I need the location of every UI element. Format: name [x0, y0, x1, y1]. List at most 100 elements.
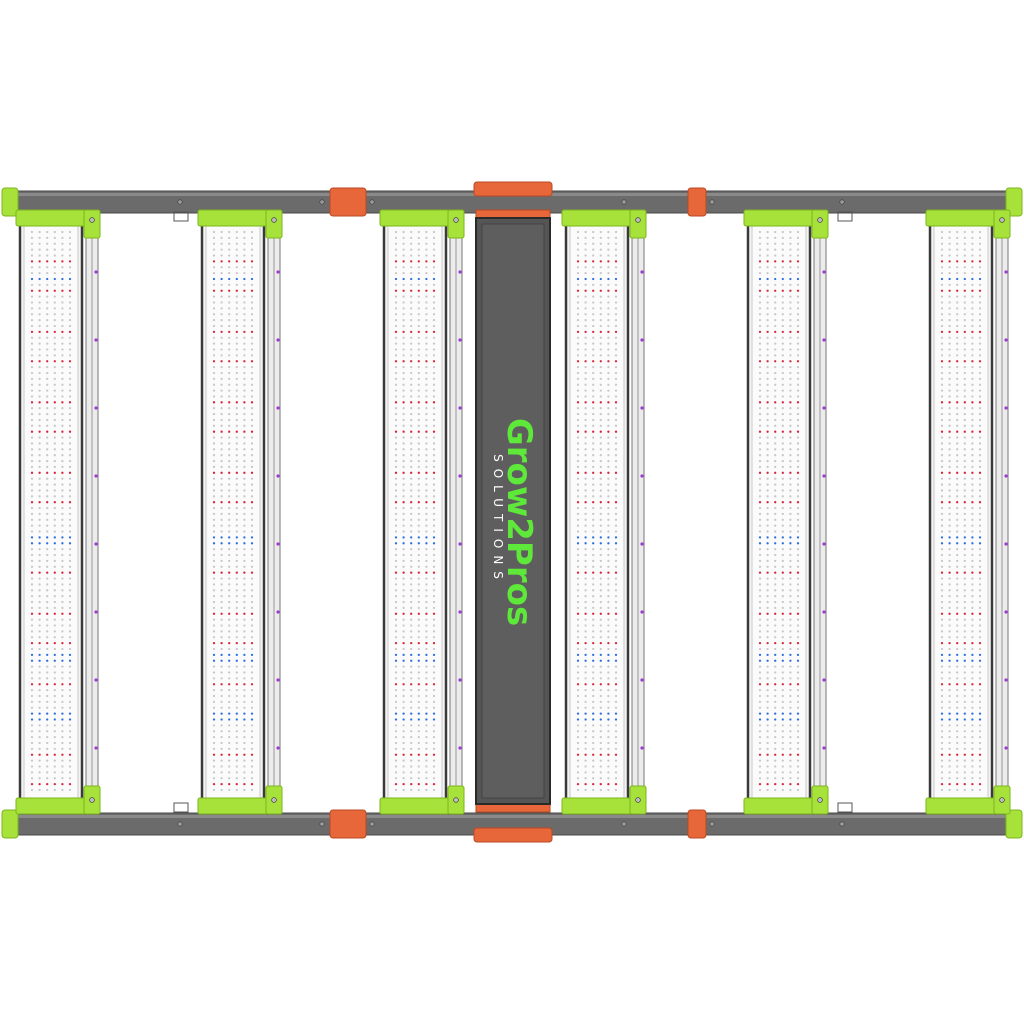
- led: [235, 548, 238, 551]
- led: [766, 571, 769, 574]
- led: [228, 283, 231, 287]
- led: [940, 730, 944, 733]
- led: [956, 389, 959, 392]
- led: [394, 412, 398, 416]
- led: [235, 330, 238, 334]
- led: [220, 512, 223, 516]
- led: [61, 671, 64, 674]
- led: [243, 659, 246, 662]
- led: [220, 536, 223, 539]
- led: [53, 342, 56, 345]
- led: [956, 360, 959, 363]
- led: [68, 788, 72, 792]
- led: [61, 747, 64, 751]
- led: [425, 559, 428, 563]
- led: [212, 295, 216, 298]
- led: [46, 295, 49, 298]
- uv-led: [1004, 678, 1008, 682]
- led: [68, 495, 72, 498]
- led: [61, 548, 64, 551]
- led: [607, 688, 610, 692]
- led: [948, 248, 951, 251]
- led: [38, 647, 41, 651]
- led: [220, 477, 223, 480]
- led: [410, 624, 413, 627]
- led: [758, 501, 762, 504]
- led: [781, 624, 784, 627]
- led: [228, 266, 231, 269]
- led: [243, 336, 246, 339]
- led: [38, 718, 41, 721]
- led: [53, 536, 56, 539]
- led: [592, 271, 595, 275]
- led: [796, 612, 800, 615]
- led: [425, 254, 428, 257]
- led: [592, 589, 595, 592]
- led: [599, 365, 602, 369]
- led: [53, 377, 56, 380]
- led: [774, 612, 777, 615]
- led: [948, 548, 951, 551]
- led: [766, 747, 769, 751]
- led: [978, 330, 982, 334]
- led: [30, 712, 34, 715]
- led: [38, 430, 41, 433]
- led: [978, 642, 982, 645]
- led: [940, 489, 944, 492]
- led: [402, 395, 405, 398]
- led: [61, 401, 64, 404]
- led: [220, 430, 223, 433]
- led: [789, 506, 792, 510]
- led: [956, 712, 959, 715]
- led: [766, 407, 769, 410]
- led: [402, 753, 405, 756]
- led: [402, 506, 405, 510]
- led: [61, 559, 64, 563]
- led: [61, 342, 64, 345]
- led: [584, 266, 587, 269]
- led: [425, 448, 428, 451]
- led: [758, 289, 762, 292]
- led: [614, 501, 618, 504]
- led: [394, 694, 398, 698]
- led: [774, 700, 777, 704]
- led: [46, 383, 49, 386]
- led: [940, 266, 944, 269]
- led: [417, 553, 420, 557]
- led: [789, 365, 792, 369]
- led: [220, 583, 223, 586]
- led: [774, 395, 777, 398]
- led: [978, 559, 982, 563]
- led: [38, 724, 41, 727]
- led: [220, 606, 223, 610]
- led: [61, 782, 64, 786]
- led: [30, 653, 34, 657]
- led: [963, 518, 966, 521]
- led: [948, 283, 951, 287]
- led: [781, 266, 784, 269]
- led: [243, 436, 246, 439]
- led: [584, 242, 587, 245]
- led: [38, 683, 41, 686]
- led: [789, 553, 792, 557]
- led: [963, 671, 966, 674]
- led: [576, 765, 580, 768]
- led: [614, 371, 618, 375]
- led: [978, 430, 982, 433]
- led: [38, 436, 41, 439]
- led: [402, 618, 405, 621]
- led: [789, 777, 792, 780]
- led: [432, 571, 436, 574]
- led: [592, 683, 595, 686]
- led: [46, 694, 49, 698]
- rail-highlight: [4, 815, 1020, 818]
- led: [614, 254, 618, 257]
- led: [228, 759, 231, 762]
- led: [46, 688, 49, 692]
- led: [220, 295, 223, 298]
- led: [212, 659, 216, 662]
- led: [38, 313, 41, 316]
- led: [796, 483, 800, 486]
- led: [68, 665, 72, 668]
- led: [978, 465, 982, 469]
